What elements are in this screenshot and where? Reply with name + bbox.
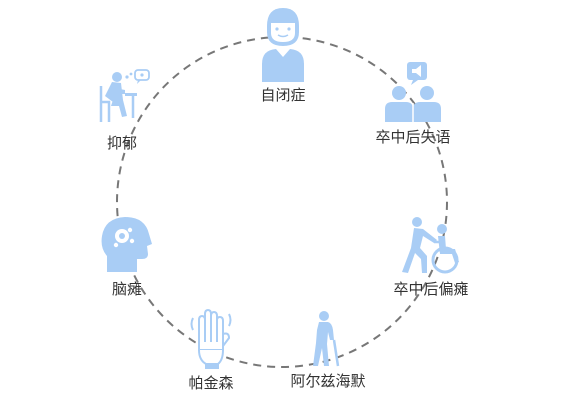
node-label-aphasia: 卒中后失语 — [375, 128, 451, 146]
node-label-cerebral-palsy: 脑瘫 — [111, 280, 142, 298]
node-label-autism: 自闭症 — [260, 86, 306, 104]
node-label-hemiplegia: 卒中后偏瘫 — [393, 280, 469, 298]
sad-person-icon — [99, 69, 150, 122]
node-label-alzheimers: 阿尔兹海默 — [290, 372, 366, 390]
node-depression: 抑郁 — [82, 66, 162, 152]
node-parkinsons: 帕金森 — [176, 306, 246, 392]
node-label-depression: 抑郁 — [106, 134, 137, 152]
tremor-hand-icon — [190, 308, 232, 369]
child-icon — [262, 8, 304, 82]
node-aphasia: 卒中后失语 — [363, 58, 463, 146]
node-label-parkinsons: 帕金森 — [188, 374, 234, 392]
elderly-cane-icon — [313, 311, 340, 367]
node-hemiplegia: 卒中后偏瘫 — [381, 216, 481, 298]
node-autism: 自闭症 — [243, 6, 323, 104]
node-cerebral-palsy: 脑瘫 — [92, 214, 162, 298]
node-alzheimers: 阿尔兹海默 — [288, 310, 368, 390]
speech-therapy-icon — [385, 62, 441, 122]
brain-head-icon — [101, 217, 152, 272]
wheelchair-assist-icon — [402, 217, 459, 274]
